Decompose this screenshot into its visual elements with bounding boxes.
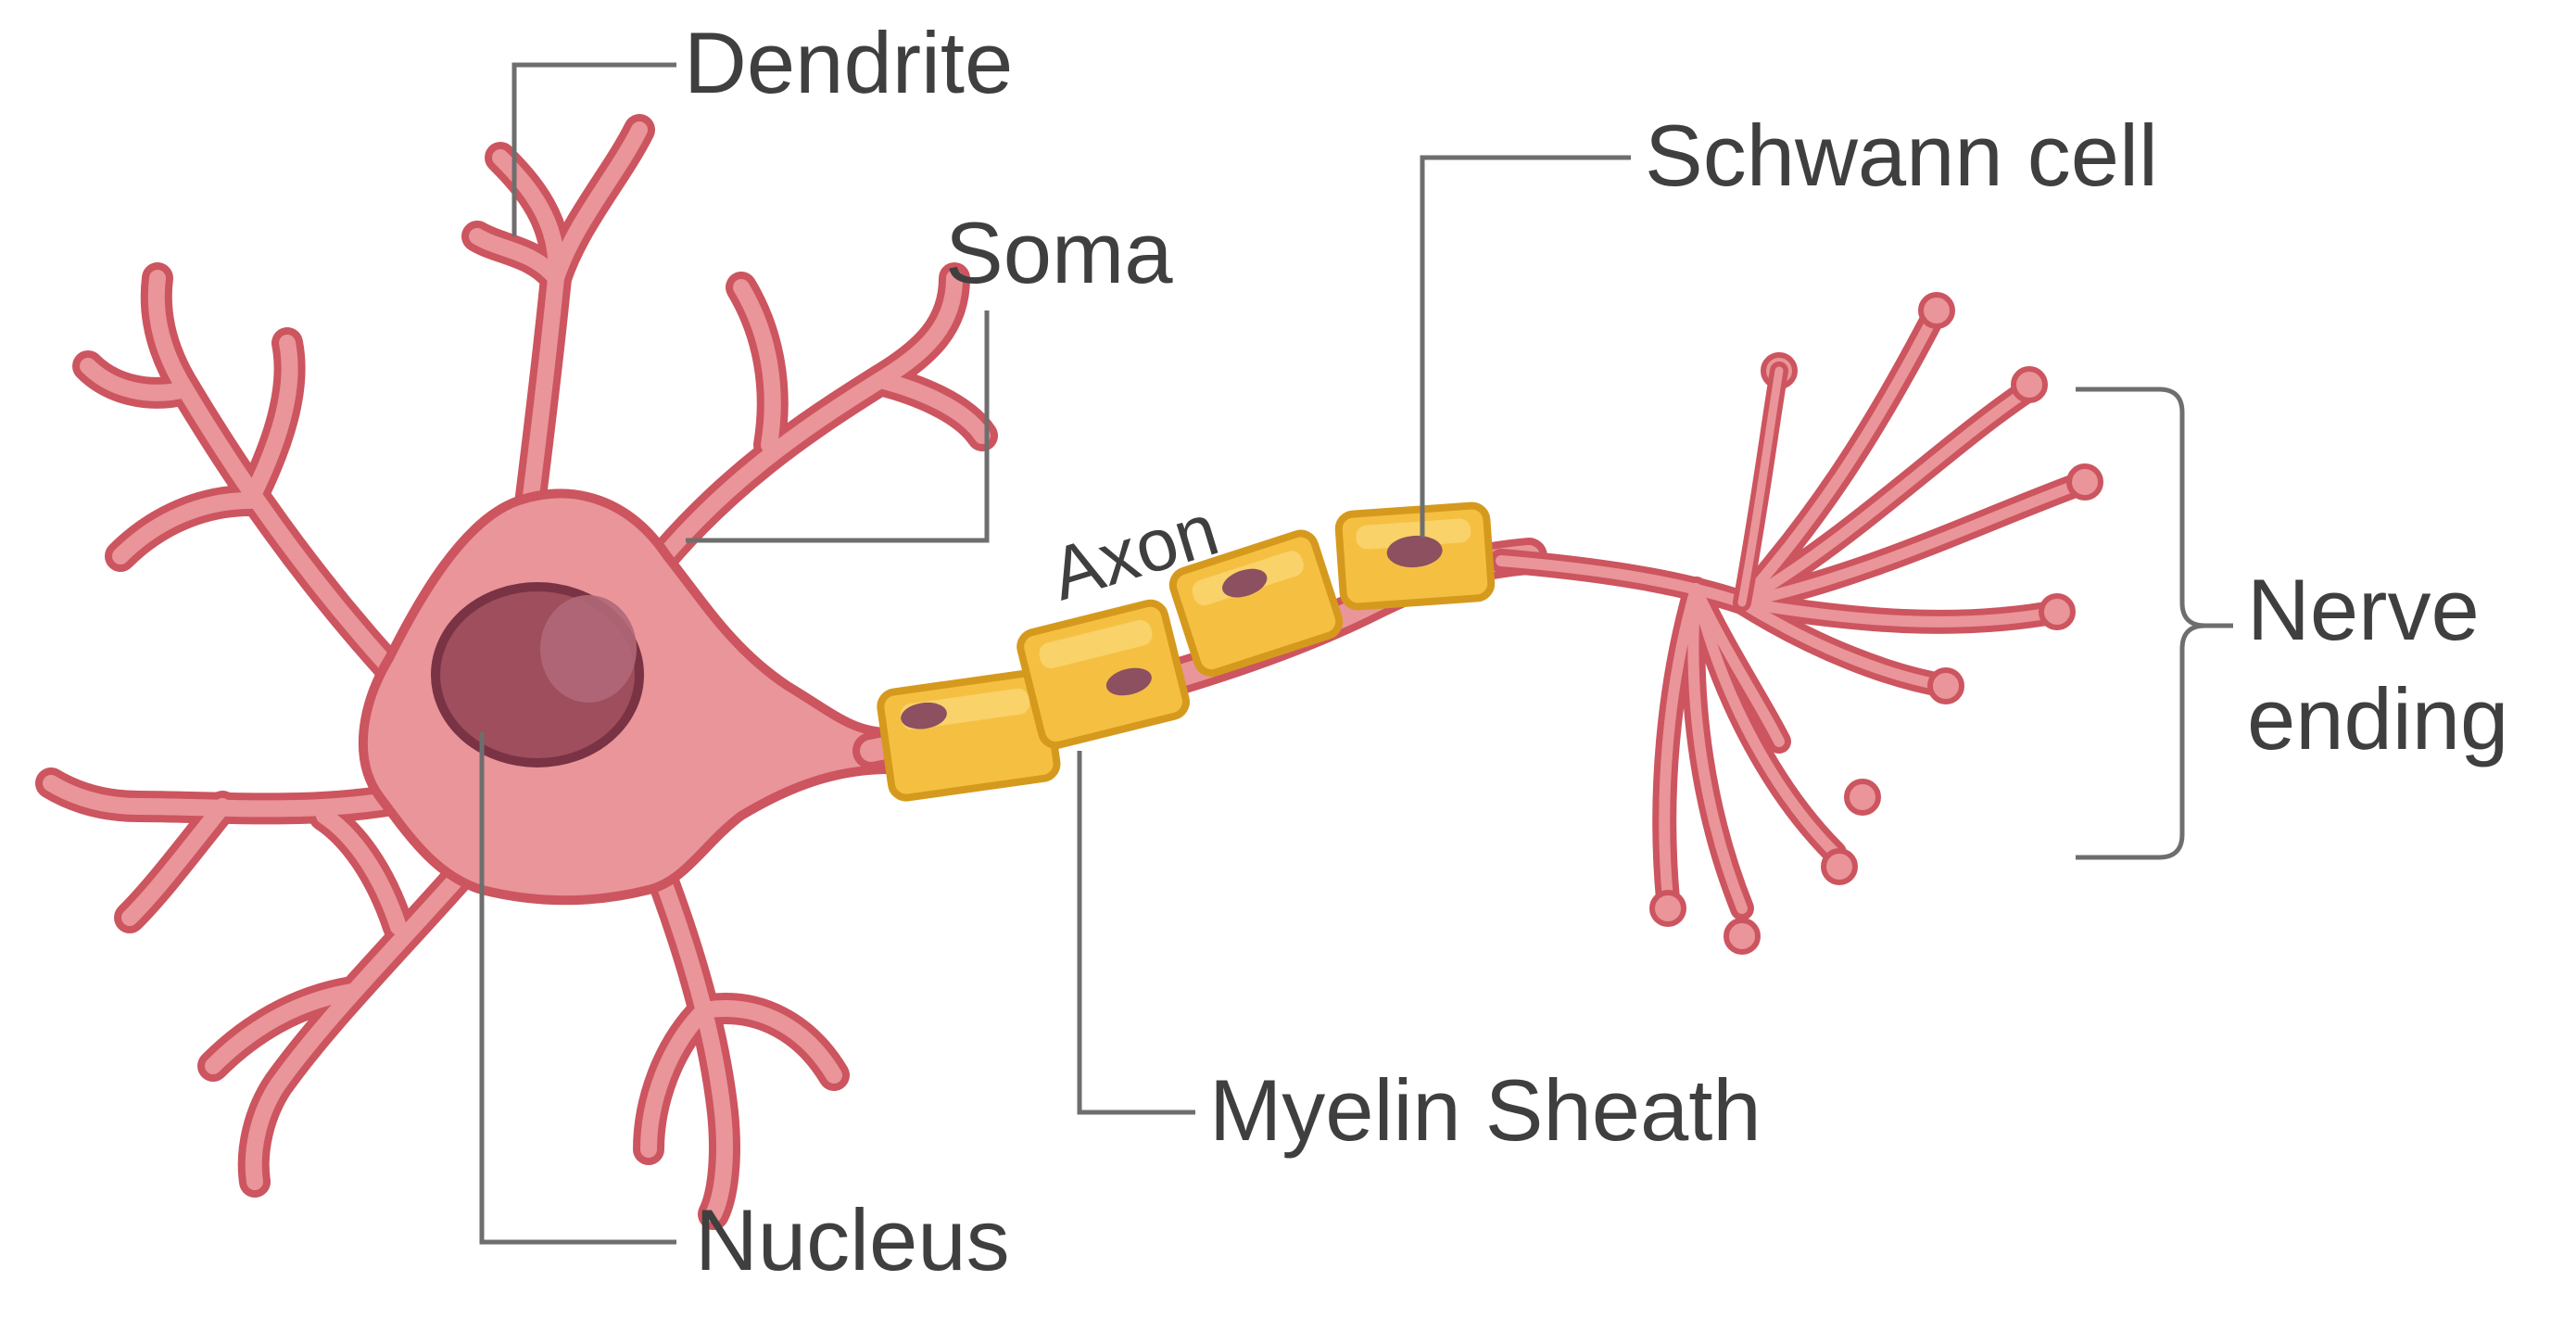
myelin-segment: [1334, 501, 1496, 611]
myelin-segment: [1168, 529, 1344, 678]
myelin-sheath-label: Myelin Sheath: [1209, 1061, 1762, 1159]
schwann-nucleus: [1222, 568, 1268, 598]
terminal-knob: [2039, 593, 2076, 630]
terminal-knob: [2011, 366, 2048, 403]
terminal-knob: [1724, 918, 1761, 955]
schwann-nucleus: [901, 702, 947, 729]
soma-label: Soma: [945, 204, 1173, 301]
labels: Dendrite Soma Axon Schwann cell Nerve en…: [684, 14, 2508, 1288]
terminal-knob: [1927, 667, 1964, 704]
dendrites: [35, 114, 998, 1230]
schwann-cell-label: Schwann cell: [1645, 107, 2158, 204]
nerve-ending: [1489, 292, 2103, 955]
nerve-ending-bracket: [2076, 387, 2233, 860]
dendrite-leader: [511, 62, 676, 236]
schwann-nucleus: [1386, 535, 1443, 568]
nucleus-shape: [431, 582, 644, 767]
nucleus-label: Nucleus: [695, 1191, 1010, 1288]
terminal-knob: [2066, 463, 2103, 501]
nerve-ending-label-line2: ending: [2247, 670, 2508, 767]
nucleus-leader: [479, 732, 676, 1245]
terminal-knob: [1918, 292, 1955, 329]
terminal-knob: [1649, 890, 1686, 927]
terminal-knob: [1844, 779, 1881, 816]
myelin-sheath-leader: [1077, 751, 1195, 1115]
terminal-knob: [1821, 848, 1858, 885]
myelin-sheath: [877, 501, 1496, 802]
schwann-nucleus: [1105, 667, 1152, 696]
leader-lines: [479, 62, 2233, 1245]
dendrite-label: Dendrite: [684, 14, 1013, 111]
soma-leader: [686, 311, 990, 543]
nerve-ending-label-line1: Nerve: [2247, 561, 2480, 658]
myelin-segment: [1017, 599, 1190, 750]
schwann-cell-leader: [1420, 155, 1631, 538]
